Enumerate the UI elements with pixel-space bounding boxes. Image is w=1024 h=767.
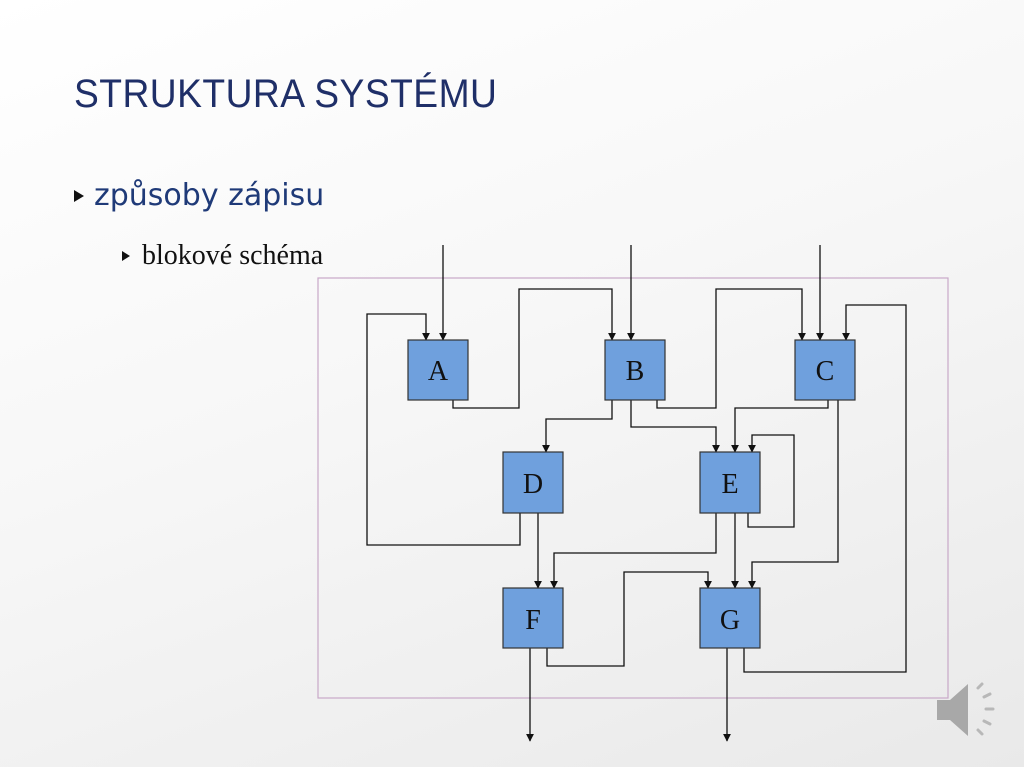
line-b-to-e [630,400,720,453]
block-d: D [502,451,564,514]
line-f-to-g [546,571,712,667]
block-a: A [407,339,469,401]
bullet-1-text: způsoby zápisu [94,178,325,213]
block-c-label: C [816,356,835,387]
line-a-to-b [452,288,616,409]
diagram-frame [317,277,949,699]
bullet-2-text: blokové schéma [142,240,324,271]
block-e-label: E [721,469,738,500]
line-c-to-g [748,400,839,589]
block-e: E [699,451,761,514]
line-g-to-c [743,304,907,673]
bullet-triangle-icon [122,251,130,261]
block-g: G [699,587,761,649]
line-c-to-e [731,400,829,453]
block-c: C [794,339,856,401]
block-f: F [502,587,564,649]
block-b: B [604,339,666,401]
line-b-to-d [542,400,613,453]
block-d-label: D [523,469,543,500]
bullet-blokove-schema: blokové schéma [122,240,323,272]
block-f-label: F [525,605,541,636]
slide-title: STRUKTURA SYSTÉMU [74,72,498,116]
line-e-feedback [747,434,795,528]
block-g-label: G [720,605,740,636]
block-b-label: B [626,356,645,387]
line-b-to-c [656,288,806,409]
bullet-zpusoby-zapisu: způsoby zápisu [74,178,324,213]
line-e-to-f [550,513,717,589]
block-a-label: A [428,356,449,387]
bullet-triangle-icon [74,189,84,202]
line-d-to-a [366,313,521,546]
